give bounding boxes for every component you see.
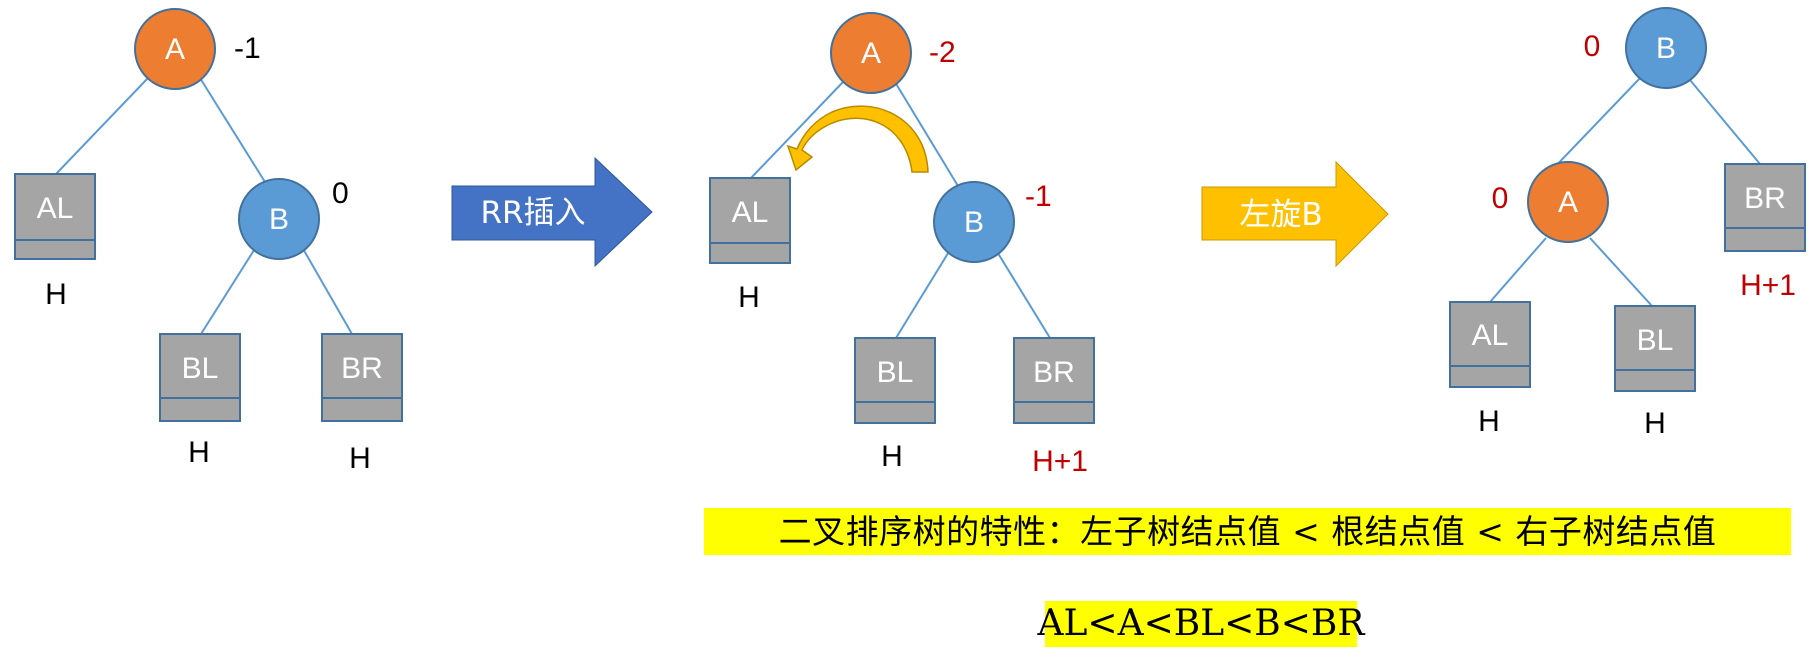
node-a: A [830, 12, 912, 94]
tree-after-rotation-balanced: B 0 A 0 BR H+1 AL H BL H [1449, 7, 1806, 440]
edge-a-bl [1589, 237, 1653, 307]
edge-a-b [894, 81, 959, 187]
height-br: H+1 [1740, 269, 1796, 302]
height-bl: H [1644, 407, 1666, 440]
bst-property-caption: 二叉排序树的特性：左子树结点值 < 根结点值 < 右子树结点值 [704, 508, 1791, 555]
balance-factor-a: -2 [929, 36, 956, 69]
subtree-al: AL [1449, 301, 1531, 388]
subtree-bl: BL [1614, 305, 1696, 392]
tree-before-insert: A -1 B 0 AL H BL H BR H [14, 8, 403, 475]
subtree-al: AL [709, 177, 791, 264]
height-br: H+1 [1032, 445, 1088, 478]
curved-rotate-arrow-icon [786, 105, 929, 173]
edge-b-br [995, 249, 1051, 339]
edge-a-b [199, 77, 266, 183]
svg-text:B: B [1656, 32, 1676, 65]
subtree-br: BR [1013, 337, 1095, 424]
balance-factor-b: -1 [1025, 180, 1052, 213]
subtree-br: BR [1724, 163, 1806, 252]
tree-after-insert-unbalanced: A -2 B -1 AL H BL H BR H+1 [709, 12, 1095, 478]
svg-text:BR: BR [341, 352, 383, 385]
svg-text:AL: AL [732, 196, 769, 229]
svg-text:BL: BL [1637, 324, 1674, 357]
subtree-bl: BL [159, 333, 241, 422]
svg-text:A: A [1558, 186, 1578, 219]
height-al: H [45, 278, 67, 311]
balance-factor-b: 0 [1584, 30, 1601, 63]
edge-a-al [1489, 237, 1547, 303]
edge-b-bl [200, 246, 257, 335]
svg-text:B: B [269, 203, 289, 236]
node-b: B [933, 181, 1015, 263]
node-b: B [238, 178, 320, 260]
subtree-br: BR [321, 333, 403, 422]
node-a: A [134, 8, 216, 90]
height-al: H [1478, 405, 1500, 438]
svg-text:BR: BR [1033, 356, 1075, 389]
subtree-al: AL [14, 173, 96, 260]
svg-text:A: A [861, 37, 881, 70]
height-al: H [738, 281, 760, 314]
height-bl: H [881, 440, 903, 473]
svg-text:左旋B: 左旋B [1239, 197, 1322, 233]
svg-text:AL: AL [1472, 319, 1509, 352]
edge-b-br [301, 246, 353, 335]
node-b: B [1625, 7, 1707, 89]
edge-a-al [750, 81, 844, 179]
edge-a-al [55, 77, 149, 175]
balance-factor-a: -1 [234, 32, 261, 65]
edge-b-bl [895, 249, 951, 339]
balance-factor-a: 0 [1492, 182, 1509, 215]
subtree-bl: BL [854, 337, 936, 424]
svg-text:BL: BL [877, 356, 914, 389]
svg-text:BR: BR [1744, 182, 1786, 215]
height-br: H [349, 442, 371, 475]
svg-text:BL: BL [182, 352, 219, 385]
svg-text:A: A [165, 33, 185, 66]
height-bl: H [188, 436, 210, 469]
svg-text:B: B [964, 206, 984, 239]
rr-insert-arrow: RR插入 [451, 156, 653, 268]
node-a: A [1527, 161, 1609, 243]
edge-b-br [1689, 79, 1761, 165]
svg-text:RR插入: RR插入 [480, 195, 585, 231]
node-order-caption: AL<A<BL<B<BR [1038, 601, 1364, 647]
svg-text:AL: AL [37, 192, 74, 225]
rotate-left-b-arrow: 左旋B [1201, 160, 1389, 268]
edge-b-a [1549, 75, 1643, 173]
balance-factor-b: 0 [332, 177, 349, 210]
